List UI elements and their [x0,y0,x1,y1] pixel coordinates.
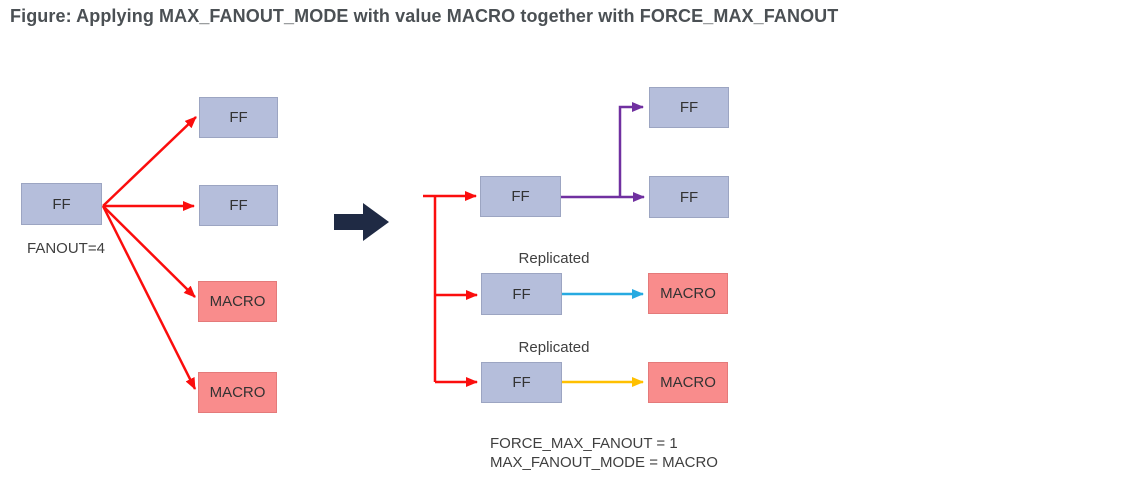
after-macro-1: MACRO [648,273,728,314]
constraint-settings-text: FORCE_MAX_FANOUT = 1 MAX_FANOUT_MODE = M… [490,434,718,472]
figure-title: Figure: Applying MAX_FANOUT_MODE with va… [10,6,839,26]
fanout-arrows-before [101,116,197,390]
ff-output-arrows [561,102,645,387]
after-replicated-ff-1: FF [481,273,562,315]
replicated-caption-2: Replicated [518,339,590,356]
after-target-ff-right: FF [649,176,729,218]
after-target-ff-top: FF [649,87,729,128]
driver-net-arrows-after [423,191,478,387]
constraint-line-1: FORCE_MAX_FANOUT = 1 [490,435,678,452]
before-target-macro-2: MACRO [198,372,277,413]
before-target-macro-1: MACRO [198,281,277,322]
after-driver-ff-box: FF [480,176,561,217]
replicated-caption-1: Replicated [518,250,590,267]
constraint-line-2: MAX_FANOUT_MODE = MACRO [490,454,718,471]
after-macro-2: MACRO [648,362,728,403]
before-source-ff-box: FF [21,183,102,225]
transform-arrow-icon [334,203,389,241]
after-replicated-ff-2: FF [481,362,562,403]
fanout-count-label: FANOUT=4 [27,240,105,257]
before-target-ff-1: FF [199,97,278,138]
before-target-ff-2: FF [199,185,278,226]
